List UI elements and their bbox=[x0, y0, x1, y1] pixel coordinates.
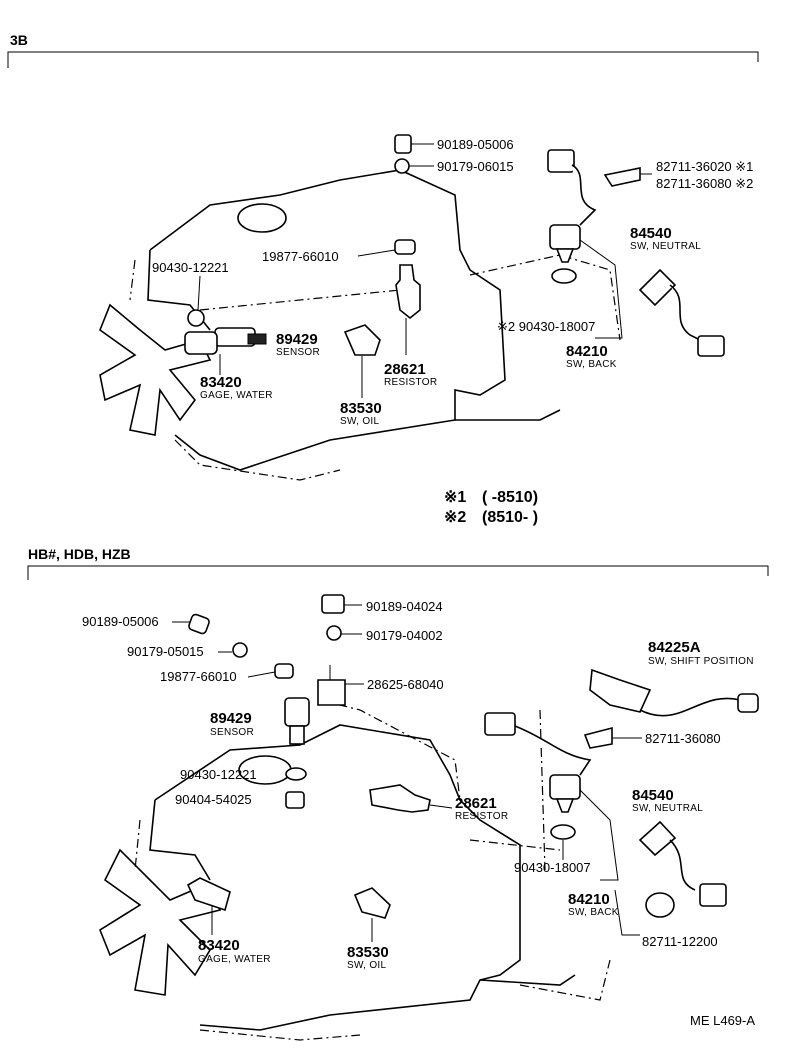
label-90430-12221-3b: 90430-12221 bbox=[152, 260, 229, 275]
back-switch-84210-hb bbox=[549, 774, 619, 881]
label-90430-18007-3b: ※2 90430-18007 bbox=[497, 319, 595, 334]
label-84540-hb: 84540 bbox=[632, 787, 674, 804]
bolt-90189-04024-hb bbox=[321, 594, 362, 614]
label-82711-36020-3b: 82711-36020 ※1 bbox=[656, 159, 753, 174]
section-bracket-3b bbox=[7, 51, 759, 68]
note-mark-2: ※2 bbox=[444, 509, 466, 526]
note-range-2: (8510- ) bbox=[482, 509, 538, 526]
cap-19877-66010-3b bbox=[357, 239, 416, 257]
desc-83530-3b: SW, OIL bbox=[340, 416, 379, 427]
label-83420-hb: 83420 bbox=[198, 937, 240, 954]
bolt-90189-05006-3b bbox=[394, 134, 434, 154]
label-89429-hb: 89429 bbox=[210, 710, 252, 727]
bracket-28625-68040-hb bbox=[317, 665, 364, 706]
gage-83420-3b bbox=[184, 309, 221, 375]
label-90189-05006-hb: 90189-05006 bbox=[82, 614, 159, 629]
neutral-switch-84540-3b bbox=[638, 268, 725, 357]
desc-84540-hb: SW, NEUTRAL bbox=[632, 803, 703, 814]
desc-28621-hb: RESISTOR bbox=[455, 811, 508, 822]
desc-84210-hb: SW, BACK bbox=[568, 907, 619, 918]
label-82711-36080-hb: 82711-36080 bbox=[645, 731, 721, 746]
gasket-90179-05015-hb bbox=[232, 642, 248, 658]
fan-hb bbox=[99, 848, 222, 996]
back-switch-84210-3b bbox=[549, 224, 623, 339]
label-84225a-hb: 84225A bbox=[648, 639, 701, 656]
label-19877-66010-hb: 19877-66010 bbox=[160, 669, 237, 684]
note-range-1: ( -8510) bbox=[482, 489, 538, 506]
desc-83530-hb: SW, OIL bbox=[347, 960, 386, 971]
bolt-90404-54025-hb bbox=[285, 791, 305, 809]
desc-89429-hb: SENSOR bbox=[210, 727, 254, 738]
label-90189-05006-3b: 90189-05006 bbox=[437, 137, 514, 152]
desc-84210-3b: SW, BACK bbox=[566, 359, 617, 370]
label-84210-hb: 84210 bbox=[568, 891, 610, 908]
label-28621-3b: 28621 bbox=[384, 361, 426, 378]
sensor-89429-3b bbox=[214, 327, 267, 347]
bracket-82711-36080-hb bbox=[583, 726, 642, 749]
label-83530-hb: 83530 bbox=[347, 944, 389, 961]
section-title-3b: 3B bbox=[10, 32, 28, 48]
label-83420-3b: 83420 bbox=[200, 374, 242, 391]
section-bracket-hb bbox=[27, 565, 769, 580]
clamp-82711-12200-hb bbox=[614, 889, 675, 936]
oil-switch-83530-hb bbox=[353, 887, 391, 942]
label-90430-18007-hb: 90430-18007 bbox=[514, 860, 591, 875]
desc-84540-3b: SW, NEUTRAL bbox=[630, 241, 701, 252]
gasket-90179-06015-3b bbox=[394, 158, 434, 174]
label-90430-12221-hb: 90430-12221 bbox=[180, 767, 257, 782]
label-82711-36080-3b: 82711-36080 ※2 bbox=[656, 176, 753, 191]
gasket-90179-04002-hb bbox=[326, 625, 362, 641]
label-90404-54025-hb: 90404-54025 bbox=[175, 792, 252, 807]
note-mark-1: ※1 bbox=[444, 489, 466, 506]
connector-3b bbox=[547, 149, 597, 226]
sensor-89429-hb bbox=[284, 697, 310, 745]
label-84540-3b: 84540 bbox=[630, 225, 672, 242]
bolt-90189-05006-hb bbox=[188, 613, 210, 635]
label-90179-06015-3b: 90179-06015 bbox=[437, 159, 514, 174]
label-84210-3b: 84210 bbox=[566, 343, 608, 360]
label-28621-hb: 28621 bbox=[455, 795, 497, 812]
desc-84225a-hb: SW, SHIFT POSITION bbox=[648, 656, 754, 667]
resistor-28621-3b bbox=[395, 264, 421, 355]
label-90179-04002-hb: 90179-04002 bbox=[366, 628, 443, 643]
diagram-code: ME L469-A bbox=[690, 1013, 755, 1028]
label-83530-3b: 83530 bbox=[340, 400, 382, 417]
neutral-switch-84540-hb bbox=[638, 820, 727, 907]
connector-hb bbox=[484, 712, 592, 776]
desc-83420-hb: GAGE, WATER bbox=[198, 954, 271, 965]
label-19877-66010-3b: 19877-66010 bbox=[262, 249, 339, 264]
section-title-hb: HB#, HDB, HZB bbox=[28, 546, 131, 562]
label-90179-05015-hb: 90179-05015 bbox=[127, 644, 204, 659]
gasket-90430-12221-hb bbox=[285, 767, 307, 781]
desc-83420-3b: GAGE, WATER bbox=[200, 390, 273, 401]
desc-28621-3b: RESISTOR bbox=[384, 377, 437, 388]
label-89429-3b: 89429 bbox=[276, 331, 318, 348]
resistor-28621-hb bbox=[369, 784, 453, 813]
label-90189-04024-hb: 90189-04024 bbox=[366, 599, 443, 614]
cap-19877-66010-hb bbox=[274, 663, 294, 679]
gage-83420-hb bbox=[186, 877, 231, 935]
desc-89429-3b: SENSOR bbox=[276, 347, 320, 358]
engine-block-3b bbox=[99, 169, 621, 481]
shift-position-switch-84225a-hb bbox=[589, 668, 759, 717]
label-28625-68040-hb: 28625-68040 bbox=[367, 677, 444, 692]
oil-switch-83530-3b bbox=[343, 324, 381, 398]
bracket-82711-3b bbox=[603, 167, 652, 187]
label-82711-12200-hb: 82711-12200 bbox=[642, 934, 718, 949]
